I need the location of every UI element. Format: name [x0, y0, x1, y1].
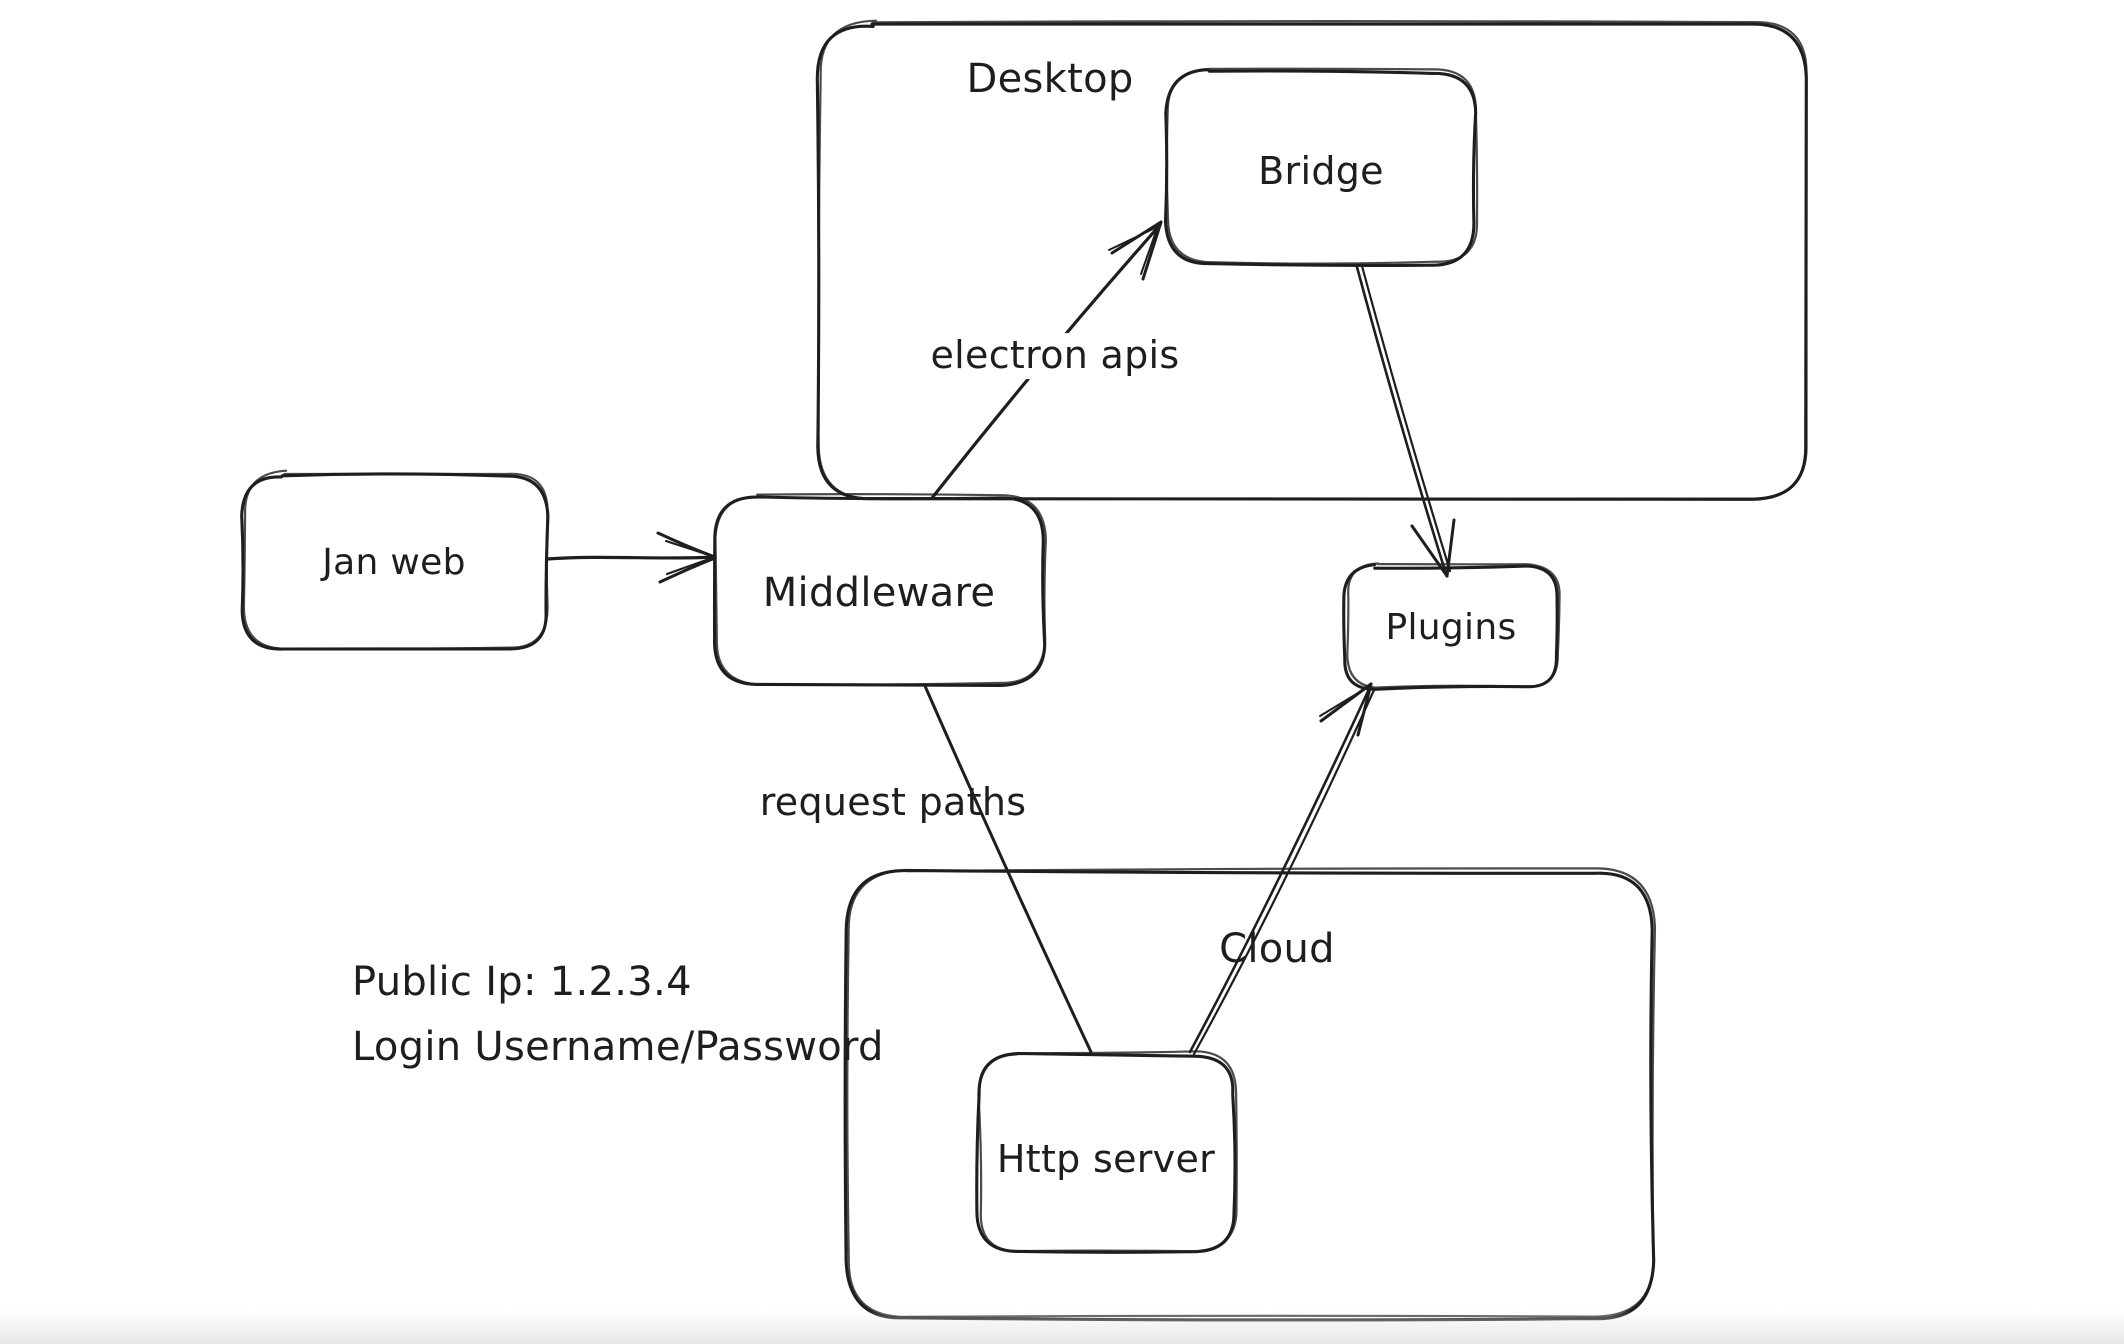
annotation-public-ip: Public Ip: 1.2.3.4 — [352, 959, 692, 1005]
arrowhead-bridge-to-plugins — [1410, 524, 1449, 578]
arrowhead-janweb-to-middleware — [665, 556, 714, 576]
node-box-middleware — [712, 495, 1047, 687]
node-label-middleware: Middleware — [762, 570, 996, 616]
node-box-jan-web — [242, 469, 549, 650]
edge-middleware-to-httpserver — [923, 684, 1093, 1054]
container-label-desktop: Desktop — [966, 56, 1134, 102]
edge-janweb-to-middleware — [545, 555, 716, 561]
edge-label-electron-apis: electron apis — [920, 333, 1190, 379]
edge-httpserver-to-plugins — [1188, 685, 1372, 1054]
edge-label-request-paths: request paths — [759, 780, 1027, 825]
node-box-jan-web — [240, 472, 550, 651]
node-label-http-server: Http server — [996, 1137, 1216, 1182]
container-box-desktop — [817, 19, 1808, 501]
arrowhead-janweb-to-middleware — [658, 556, 717, 584]
node-box-middleware — [714, 493, 1048, 686]
container-label-cloud: Cloud — [1219, 926, 1335, 972]
edge-httpserver-to-plugins — [1192, 688, 1376, 1056]
arrowhead-middleware-to-bridge — [1141, 220, 1163, 281]
arrowhead-bridge-to-plugins — [1445, 518, 1456, 578]
node-box-plugins — [1346, 562, 1561, 689]
annotation-login-credentials: Login Username/Password — [352, 1024, 884, 1070]
edge-bridge-to-plugins — [1355, 265, 1448, 576]
arrowhead-middleware-to-bridge — [1108, 226, 1158, 251]
edge-bridge-to-plugins — [1360, 264, 1452, 573]
node-label-plugins: Plugins — [1385, 607, 1517, 649]
arrowhead-janweb-to-middleware — [664, 539, 714, 558]
node-label-jan-web: Jan web — [322, 542, 466, 584]
arrowhead-middleware-to-bridge — [1140, 225, 1159, 275]
arrowhead-httpserver-to-plugins — [1356, 682, 1373, 737]
node-box-bridge — [1165, 67, 1479, 265]
arrowhead-httpserver-to-plugins — [1319, 686, 1369, 717]
node-label-bridge: Bridge — [1258, 149, 1384, 194]
